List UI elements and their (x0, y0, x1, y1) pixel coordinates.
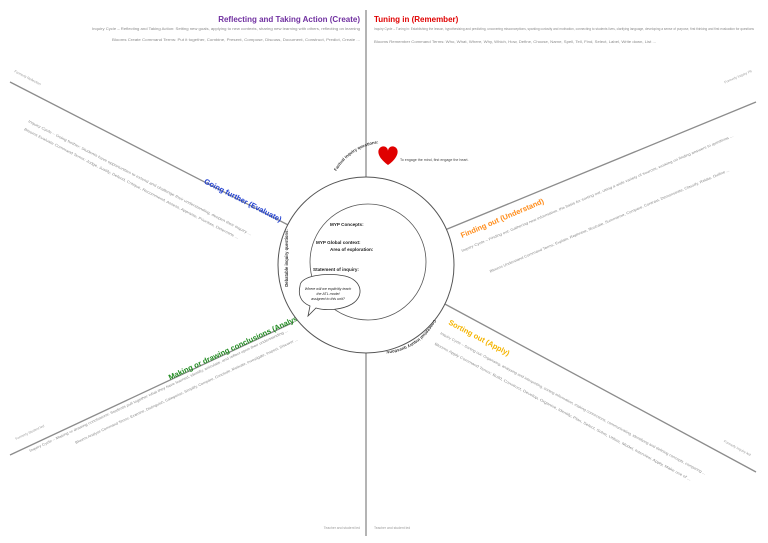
spoke-label-understand: Formerly Inquiry Pit (724, 69, 753, 84)
section-desc-evaluate: Inquiry Cycle – Going further: Students … (28, 119, 253, 236)
spoke-label-apply: Formerly Inquiry led (723, 439, 751, 457)
bubble-line-3: assigned to this unit? (311, 297, 345, 301)
spoke-lower-right (429, 295, 757, 473)
section-desc-apply: Inquiry Cycle – Sorting out: Organising,… (440, 331, 707, 475)
label-statement-of-inquiry: Statement of inquiry: (313, 267, 359, 272)
section-title-remember: Tuning in (Remember) (374, 15, 459, 24)
section-desc-analyse: Inquiry Cycle – Making or drawing conclu… (29, 329, 289, 453)
label-area-of-exploration: Area of exploration: (330, 247, 374, 252)
spoke-upper-right (439, 101, 757, 233)
section-desc-understand: Inquiry Cycle – Finding out: Gathering n… (461, 134, 734, 253)
section-blooms-create: Blooms Create Command Terms: Put it toge… (112, 38, 360, 42)
ring-label-debatable: Debatable inquiry questions: (284, 229, 289, 286)
bottom-label-right: Teacher and student led (374, 526, 410, 530)
bottom-label-left: Teacher and student led (324, 526, 360, 530)
section-title-create: Reflecting and Taking Action (Create) (218, 15, 360, 24)
heart-icon (378, 146, 398, 165)
spoke-label-evaluate: Formerly Reflection (14, 69, 42, 86)
section-desc-remember: Inquiry Cycle – Tuning in: Establishing … (374, 27, 754, 31)
label-global-context: MYP Global context: (316, 240, 361, 245)
ring-label-factual: Factual inquiry questions: (333, 139, 379, 171)
bubble-line-2: the ATL model (317, 292, 340, 296)
section-desc-create: Inquiry Cycle – Reflecting and Taking Ac… (92, 27, 360, 31)
section-blooms-apply: Blooms Apply Command Terms: Build, Const… (434, 342, 692, 482)
spoke-label-analyse: Formerly Student led (15, 424, 45, 441)
heart-caption: To engage the mind, first engage the hea… (400, 158, 469, 162)
atl-speech-bubble (298, 274, 361, 318)
section-blooms-analyse: Blooms Analyse Command Terms: Examine, D… (75, 338, 299, 445)
spoke-upper-left (9, 81, 295, 229)
section-blooms-remember: Blooms Remember Command Terms: Who, What… (374, 40, 656, 44)
bubble-line-1: Where will we explicitly teach (305, 287, 352, 291)
label-myp-concepts: MYP Concepts: (330, 222, 364, 227)
spoke-lower-left (9, 321, 295, 456)
